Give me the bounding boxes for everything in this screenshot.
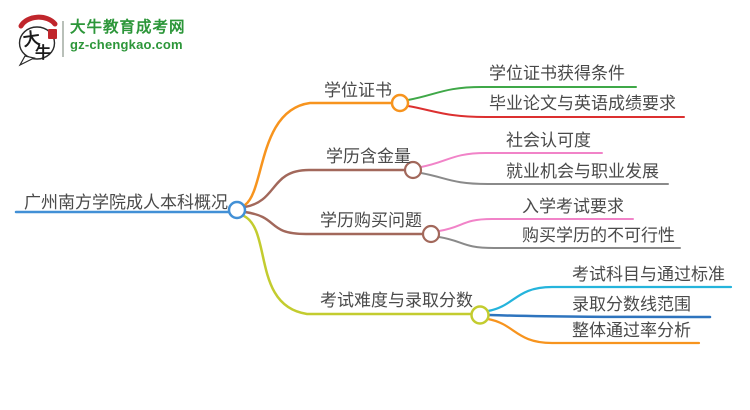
child-degree-conditions-label[interactable]: 学位证书获得条件	[489, 64, 625, 83]
degree-purchase-node-circle[interactable]	[421, 224, 441, 244]
child-degree-conditions-line	[407, 86, 637, 101]
logo-site-title[interactable]: 大牛教育成考网	[70, 19, 186, 36]
child-social-recognition-line	[420, 152, 603, 168]
logo-char-niu: 牛	[35, 43, 51, 62]
child-career-development-line	[420, 172, 669, 185]
site-logo[interactable]: 大 牛	[12, 12, 64, 68]
logo-char-da: 大	[22, 28, 42, 50]
logo-red-seal	[48, 29, 57, 39]
child-score-range-line	[487, 313, 712, 319]
logo-site-url[interactable]: gz-chengkao.com	[70, 37, 183, 52]
branch-exam-difficulty-line	[242, 214, 473, 316]
logo-divider	[62, 21, 64, 57]
degree-value-node-circle[interactable]	[403, 160, 423, 180]
child-score-range-label[interactable]: 录取分数线范围	[572, 295, 691, 314]
branch-degree-certificate-label[interactable]: 学位证书	[324, 81, 392, 100]
root-node-circle[interactable]	[227, 200, 247, 220]
branch-exam-difficulty-label[interactable]: 考试难度与录取分数	[320, 291, 473, 310]
child-entrance-exam-line	[438, 218, 634, 232]
child-purchase-infeasible-line	[438, 236, 681, 249]
child-entrance-exam-label[interactable]: 入学考试要求	[522, 197, 624, 216]
child-career-development-label[interactable]: 就业机会与职业发展	[506, 162, 659, 181]
child-exam-subjects-line	[486, 285, 733, 313]
logo-speech-bubble	[18, 26, 56, 60]
logo-bubble-tail	[18, 55, 36, 67]
branch-degree-value-label[interactable]: 学历含金量	[326, 147, 411, 166]
child-social-recognition-label[interactable]: 社会认可度	[506, 131, 591, 150]
root-topic-label[interactable]: 广州南方学院成人本科概况	[24, 193, 228, 212]
child-exam-subjects-label[interactable]: 考试科目与通过标准	[572, 265, 725, 284]
branch-degree-purchase-line	[243, 210, 425, 236]
child-thesis-english-line	[407, 105, 685, 118]
degree-certificate-node-circle[interactable]	[390, 93, 410, 113]
child-purchase-infeasible-label[interactable]: 购买学历的不可行性	[522, 226, 675, 245]
child-pass-rate-label[interactable]: 整体通过率分析	[572, 321, 691, 340]
exam-difficulty-node-circle[interactable]	[470, 305, 490, 325]
child-thesis-english-label[interactable]: 毕业论文与英语成绩要求	[489, 94, 676, 113]
child-pass-rate-line	[486, 317, 701, 345]
daniu-bull-logo-icon: 大 牛	[18, 14, 58, 67]
branch-degree-certificate-line	[243, 101, 394, 207]
logo-red-cap	[18, 14, 58, 29]
branch-degree-value-line	[243, 168, 407, 209]
branch-degree-purchase-label[interactable]: 学历购买问题	[320, 211, 422, 230]
